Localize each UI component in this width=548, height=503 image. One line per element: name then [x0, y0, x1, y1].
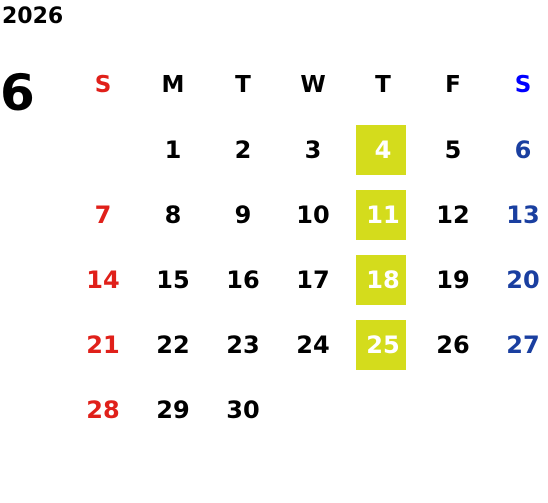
day-cell[interactable]: 22	[156, 331, 190, 359]
highlight-box	[356, 320, 406, 370]
day-cell[interactable]: 17	[296, 266, 330, 294]
day-cell[interactable]: 9	[234, 201, 252, 229]
day-cell[interactable]: 8	[164, 201, 182, 229]
year-label: 2026	[2, 4, 64, 29]
day-cell[interactable]: 23	[226, 331, 260, 359]
day-cell[interactable]: 14	[86, 266, 120, 294]
day-cell-highlighted[interactable]: 25	[366, 331, 400, 359]
highlight-box	[356, 255, 406, 305]
day-cell[interactable]: 19	[436, 266, 470, 294]
month-number: 6	[0, 64, 35, 122]
day-cell[interactable]: 30	[226, 396, 260, 424]
weekday-header-saturday: S	[514, 72, 532, 98]
day-cell[interactable]: 27	[506, 331, 540, 359]
day-cell[interactable]: 3	[304, 136, 322, 164]
highlight-box	[356, 125, 406, 175]
weekday-header-tuesday: T	[235, 72, 251, 98]
day-cell[interactable]: 1	[164, 136, 182, 164]
day-cell[interactable]: 5	[444, 136, 462, 164]
day-cell[interactable]: 28	[86, 396, 120, 424]
day-cell[interactable]	[68, 125, 138, 175]
day-cell-highlighted[interactable]: 4	[374, 136, 392, 164]
highlight-box	[356, 190, 406, 240]
day-cell[interactable]: 13	[506, 201, 540, 229]
weekday-header-monday: M	[161, 72, 185, 98]
day-cell[interactable]: 21	[86, 331, 120, 359]
day-cell-highlighted[interactable]: 18	[366, 266, 400, 294]
day-cell[interactable]: 26	[436, 331, 470, 359]
day-cell[interactable]: 15	[156, 266, 190, 294]
day-cell[interactable]: 20	[506, 266, 540, 294]
day-cell[interactable]: 7	[94, 201, 112, 229]
day-cell[interactable]: 16	[226, 266, 260, 294]
weekday-header-thursday: T	[375, 72, 391, 98]
day-cell[interactable]: 10	[296, 201, 330, 229]
day-cell[interactable]: 2	[234, 136, 252, 164]
day-cell-highlighted[interactable]: 11	[366, 201, 400, 229]
weekday-header-sunday: S	[94, 72, 112, 98]
weekday-header-friday: F	[445, 72, 461, 98]
weekday-header-wednesday: W	[300, 72, 326, 98]
day-cell[interactable]: 24	[296, 331, 330, 359]
day-cell[interactable]: 6	[514, 136, 532, 164]
day-cell[interactable]: 12	[436, 201, 470, 229]
day-cell[interactable]: 29	[156, 396, 190, 424]
